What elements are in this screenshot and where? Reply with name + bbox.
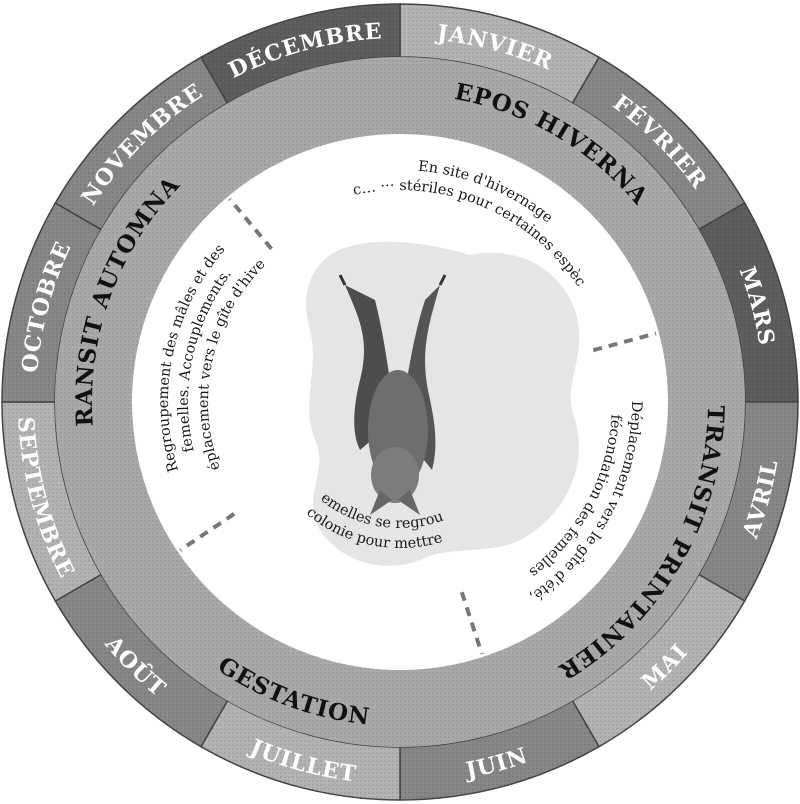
lifecycle-wheel: JANVIERFÉVRIERMARSAVRILMAIJUINJUILLETAOÛ… xyxy=(0,0,800,804)
